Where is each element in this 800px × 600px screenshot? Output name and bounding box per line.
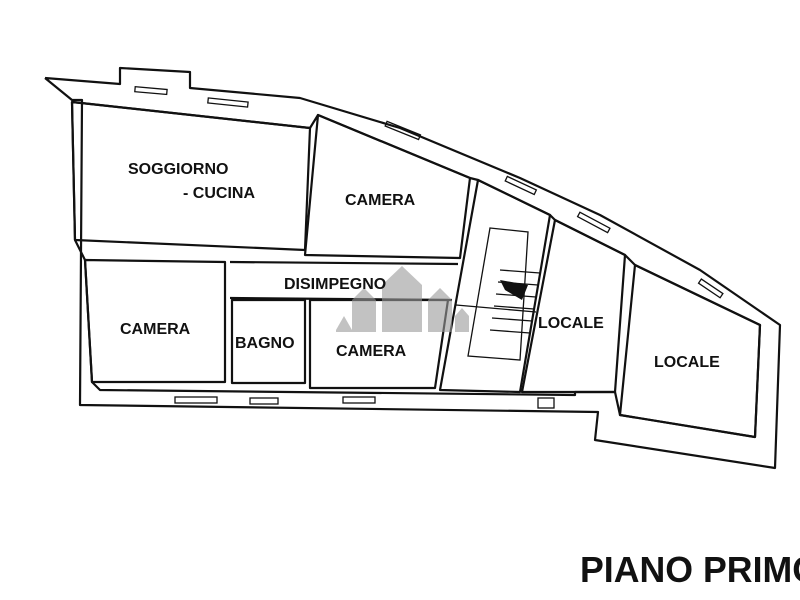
staircase bbox=[455, 227, 541, 361]
outer-wall bbox=[44, 66, 782, 470]
room-label-camera-left: CAMERA bbox=[120, 321, 191, 338]
room-walls bbox=[70, 100, 762, 439]
windows bbox=[134, 85, 724, 409]
room-label-cucina: - CUCINA bbox=[183, 185, 255, 202]
room-label-camera-mid: CAMERA bbox=[336, 343, 407, 360]
watermark-houses-icon bbox=[336, 266, 469, 332]
room-label-soggiorno: SOGGIORNO bbox=[128, 161, 228, 178]
room-label-locale-mid: LOCALE bbox=[538, 315, 604, 332]
room-label-disimpegno: DISIMPEGNO bbox=[284, 276, 386, 293]
room-label-locale-right: LOCALE bbox=[654, 354, 720, 371]
room-label-bagno: BAGNO bbox=[235, 335, 295, 352]
plan-title: PIANO PRIMO bbox=[580, 549, 800, 590]
room-label-camera-top: CAMERA bbox=[345, 192, 416, 209]
